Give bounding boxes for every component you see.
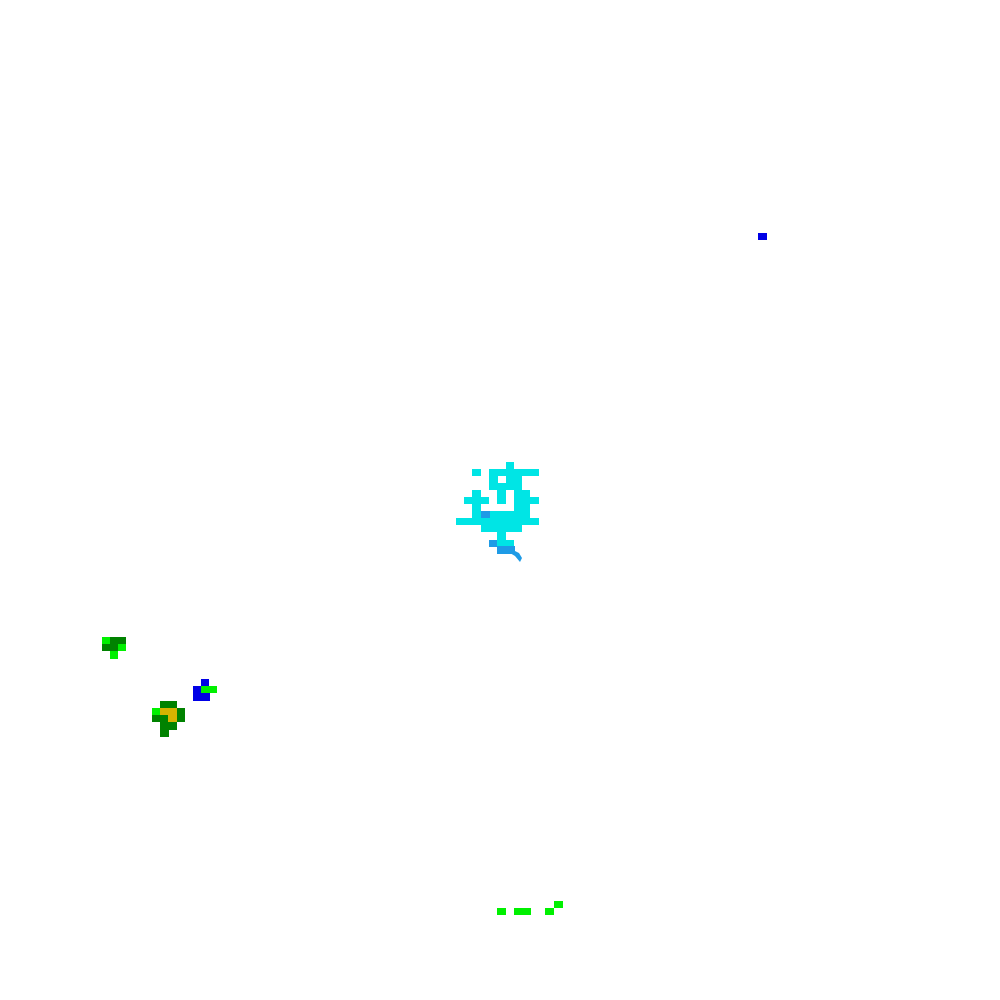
- green-gold-cluster-left-lower: [152, 701, 185, 737]
- light-blue-streak: [481, 511, 522, 562]
- cyan-cluster: [456, 462, 539, 547]
- green-cluster-left-upper: [102, 637, 126, 659]
- blue-dot-top-right: [758, 233, 767, 240]
- green-dashes-bottom: [497, 901, 563, 915]
- blue-green-cluster-left-middle: [193, 679, 217, 701]
